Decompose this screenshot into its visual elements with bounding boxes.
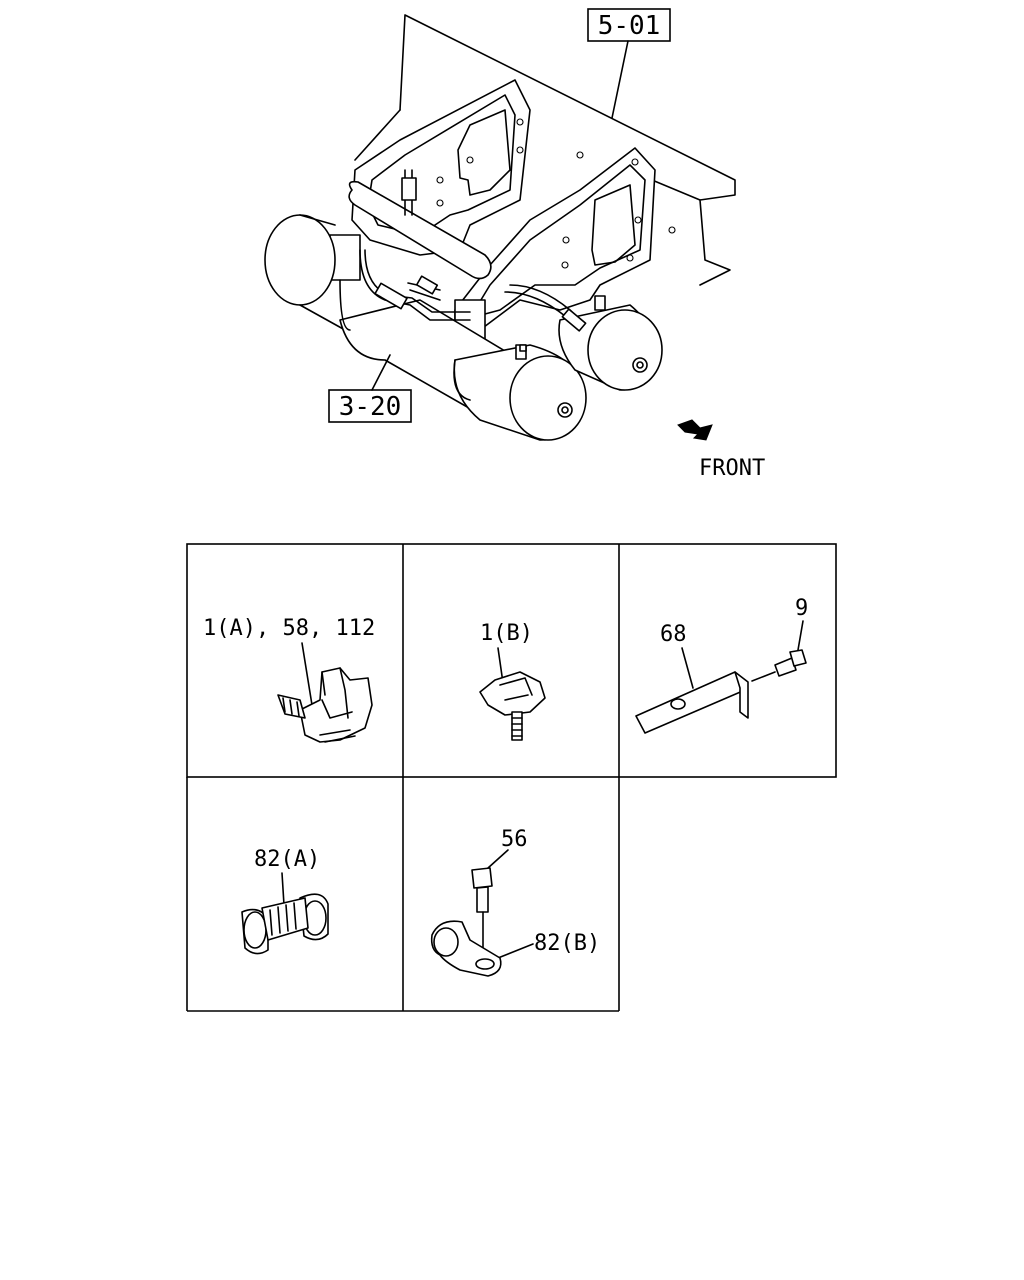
callout-3-20: 3-20 [328,354,412,423]
front-label: FRONT [699,456,765,481]
part-label-9: 9 [795,596,808,621]
front-indicator: FRONT [677,419,765,481]
detail-cell-5: 56 82(B) [430,827,600,977]
clamp-bracket-b-icon [479,671,546,741]
detail-cell-1: 1(A), 58, 112 [203,616,375,743]
callout-5-01: 5-01 [587,8,671,119]
main-assembly [264,14,736,441]
clamp-bracket-a-icon [277,667,373,743]
double-clamp-icon [241,893,329,955]
detail-cell-2: 1(B) [479,621,546,741]
callout-3-20-label: 3-20 [339,392,402,422]
bolt-56-icon [471,867,493,959]
part-label-1a-58-112: 1(A), 58, 112 [203,616,375,641]
part-label-82b: 82(B) [534,931,600,956]
detail-cell-3: 68 9 [635,596,808,734]
callout-5-01-label: 5-01 [598,11,661,41]
front-arrow-icon [677,419,713,441]
bolt-icon [751,649,807,682]
p-clip-icon [430,920,502,977]
part-label-68: 68 [660,622,687,647]
part-label-1b: 1(B) [480,621,533,646]
part-label-56: 56 [501,827,528,852]
detail-grid [186,543,837,1012]
detail-cell-4: 82(A) [241,847,329,955]
part-label-82a: 82(A) [254,847,320,872]
bracket-plate-icon [635,671,749,734]
